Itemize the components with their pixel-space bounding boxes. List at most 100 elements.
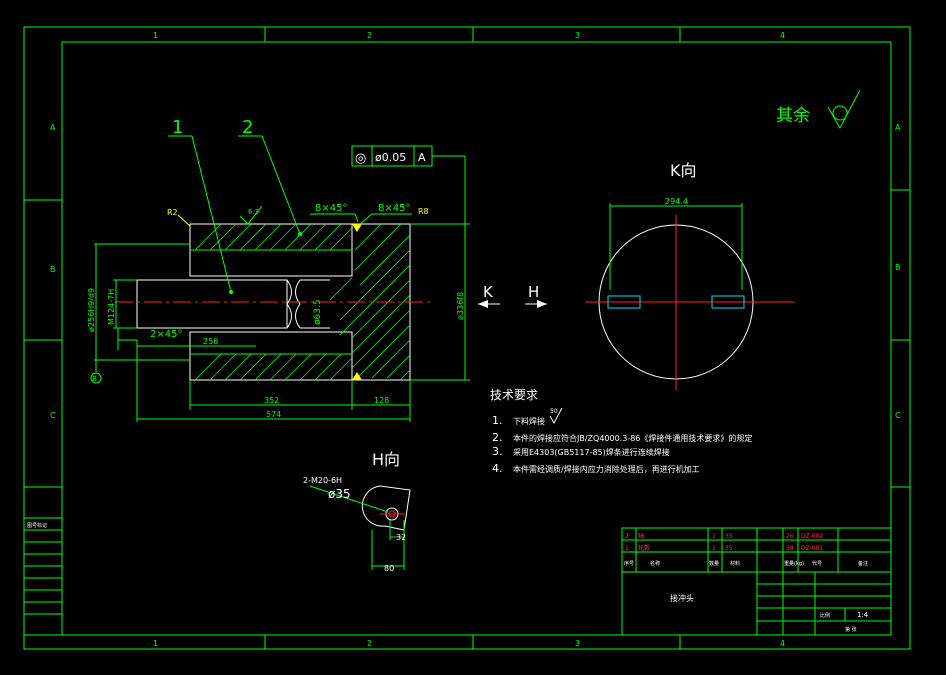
radius-r2: R2 bbox=[167, 208, 178, 217]
bom-header-no: 序号 bbox=[624, 560, 634, 567]
dim-294: 294.4 bbox=[665, 197, 688, 206]
dim-128: 128 bbox=[374, 396, 389, 405]
part-name: 接冲头 bbox=[670, 593, 694, 603]
surface-note: 其余 bbox=[776, 106, 810, 126]
sheet-label: 第 张 bbox=[845, 626, 857, 633]
zone-label-left-a: A bbox=[50, 123, 56, 132]
roughness-63: 6.3 bbox=[248, 208, 259, 216]
surface-roughness-symbol bbox=[827, 89, 861, 130]
radius-r2-leader bbox=[177, 214, 191, 227]
part-label-2: 2 bbox=[242, 117, 253, 138]
tech-item-2-num: 2. bbox=[492, 431, 503, 444]
dim-phi256: ø256H9/d9 bbox=[87, 288, 96, 332]
tech-item-3-num: 3. bbox=[492, 445, 503, 458]
zone-label-top-2: 2 bbox=[367, 31, 372, 40]
tech-item-1: 下料焊接 bbox=[513, 416, 545, 426]
bom-row-1-mass: 26 bbox=[786, 533, 794, 540]
k-view-title: K向 bbox=[670, 161, 697, 180]
tech-item-4-num: 4. bbox=[492, 462, 503, 475]
part-leader-2b bbox=[261, 135, 301, 235]
dim-32: 32 bbox=[396, 533, 406, 542]
tolerance-value: ø0.05 bbox=[375, 151, 406, 164]
zone-label-bottom-2: 2 bbox=[367, 639, 372, 648]
tech-item-4: 本件需经调质/焊接内应力消除处理后，再进行机加工 bbox=[513, 464, 700, 474]
left-strip-label: 图号标记 bbox=[27, 522, 47, 529]
bom-row-1-code: DZ-002 bbox=[801, 533, 823, 540]
tech-item-3: 采用E4303(GB5117-85)焊条进行连续焊接 bbox=[513, 447, 670, 457]
inner-frame bbox=[61, 41, 892, 636]
arrow-h-label: H bbox=[528, 283, 539, 301]
bom-row-1-name: 轴 bbox=[638, 532, 644, 540]
zone-label-top-3: 3 bbox=[575, 31, 580, 40]
zone-label-right-b: B bbox=[895, 263, 901, 272]
dim-thread: ø63.5 bbox=[313, 299, 323, 325]
dim-phi35: ø35 bbox=[328, 487, 351, 501]
tech-roughness-symbol bbox=[549, 407, 563, 425]
part-leader-1b bbox=[191, 135, 232, 293]
dim-256: 256 bbox=[203, 337, 218, 346]
zone-label-top-1: 1 bbox=[153, 31, 158, 40]
bom-row-1-mat: 35 bbox=[725, 533, 733, 540]
chamfer-leader-l2 bbox=[354, 213, 359, 223]
arrow-k-head bbox=[478, 300, 488, 308]
roughness-symbol bbox=[239, 205, 263, 225]
tolerance-datum: A bbox=[418, 151, 426, 164]
main-section-view bbox=[115, 223, 430, 381]
bom-row-2-code: DZ-001 bbox=[801, 545, 823, 552]
zone-label-bottom-3: 3 bbox=[575, 639, 580, 648]
dim-m124: M124-7H bbox=[107, 289, 116, 325]
tolerance-symbol: ◎ bbox=[355, 151, 366, 166]
bom-row-1-qty: 1 bbox=[712, 533, 716, 540]
zone-label-bottom-4: 4 bbox=[780, 639, 785, 648]
zone-label-left-b: B bbox=[50, 265, 56, 274]
dim-80: 80 bbox=[384, 564, 394, 573]
tech-title: 技术要求 bbox=[490, 388, 538, 402]
h-view-title: H向 bbox=[372, 450, 400, 469]
bom-row-2-no: 1 bbox=[625, 545, 629, 552]
dim-352: 352 bbox=[264, 396, 279, 405]
bom-row-2-name: 轮毂 bbox=[638, 544, 650, 552]
bom-header-name: 名称 bbox=[650, 560, 660, 567]
zone-label-top-4: 4 bbox=[780, 31, 785, 40]
chamfer-bottom: 2×45° bbox=[150, 329, 182, 340]
left-dims bbox=[90, 243, 190, 384]
right-dims bbox=[410, 223, 470, 381]
bom-header-mat: 材料 bbox=[730, 560, 740, 567]
radius-r8: R8 bbox=[418, 207, 429, 216]
scale-label: 比例 bbox=[820, 612, 830, 619]
scale-value: 1:4 bbox=[857, 611, 869, 619]
bom-row-2-qty: 1 bbox=[712, 545, 716, 552]
arrow-k-label: K bbox=[483, 283, 494, 301]
zone-label-left-c: C bbox=[50, 411, 56, 420]
left-strip bbox=[23, 517, 63, 636]
zone-label-right-c: C bbox=[895, 411, 901, 420]
h-view bbox=[309, 485, 411, 570]
bom-header-code: 代号 bbox=[812, 560, 822, 567]
tech-item-2: 本件的焊接应符合JB/ZQ4000.3-86《焊接件通用技术要求》的规定 bbox=[513, 433, 752, 443]
tolerance-frame bbox=[351, 145, 466, 225]
tech-roughness: 50 bbox=[550, 408, 558, 415]
bottom-dims bbox=[117, 328, 411, 422]
bom-header-remark: 备注 bbox=[858, 560, 868, 567]
datum-b: B bbox=[92, 375, 97, 383]
dim-574: 574 bbox=[266, 410, 281, 419]
part-label-1: 1 bbox=[172, 117, 183, 138]
outer-frame bbox=[23, 26, 911, 650]
surface-roughness-circle bbox=[832, 105, 848, 121]
bom-header-mass: 重量(kg) bbox=[784, 560, 804, 567]
title-block bbox=[621, 527, 892, 636]
chamfer-left: 8×45° bbox=[315, 203, 347, 214]
chamfer-right: 8×45° bbox=[378, 203, 410, 214]
hole-note: 2-M20-6H bbox=[303, 476, 342, 485]
chamfer-leader-r2 bbox=[359, 213, 373, 225]
arrow-h-head bbox=[537, 300, 547, 308]
tech-item-1-num: 1. bbox=[492, 414, 503, 427]
bom-row-2-mass: 38 bbox=[786, 545, 794, 552]
bom-row-1-no: 2 bbox=[625, 533, 629, 540]
dim-phi336: ø336f8 bbox=[456, 292, 465, 320]
bom-header-qty: 数量 bbox=[709, 560, 719, 567]
zone-dividers bbox=[24, 27, 910, 649]
zone-label-bottom-1: 1 bbox=[153, 639, 158, 648]
k-view bbox=[585, 203, 795, 390]
